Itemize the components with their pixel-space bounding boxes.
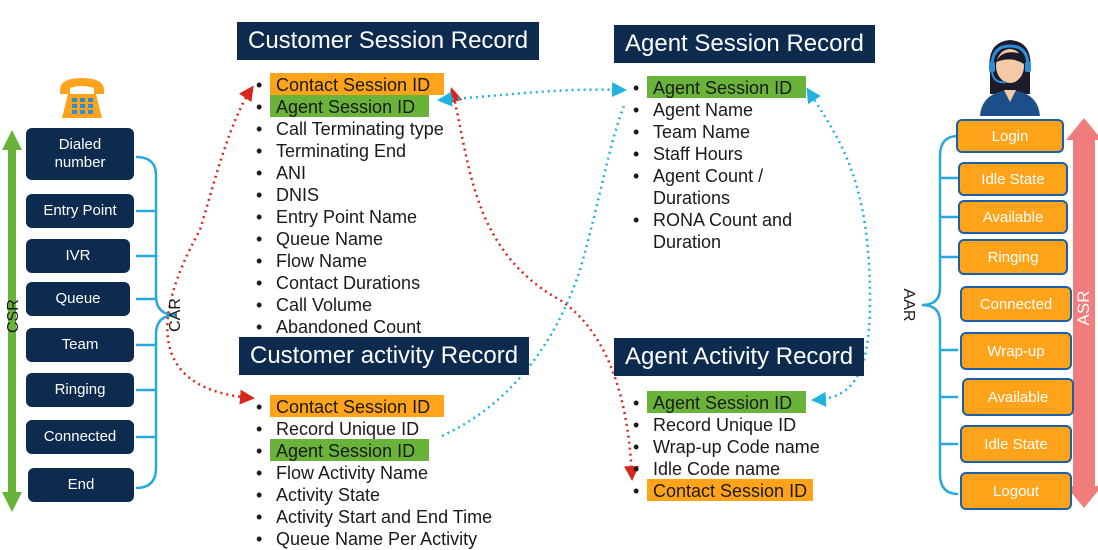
field-item: Idle Code name xyxy=(629,458,820,480)
field-item: Agent Session ID xyxy=(629,391,820,414)
field-item: Terminating End xyxy=(252,140,444,162)
field-item: Abandoned Count xyxy=(252,316,444,338)
agent-session-title: Agent Session Record xyxy=(614,25,875,63)
asr-item-available: Available xyxy=(958,200,1068,234)
car-brace xyxy=(135,155,177,490)
highlighted-field: Agent Session ID xyxy=(270,95,430,117)
field-item: Agent Session ID xyxy=(252,95,444,118)
field-item: Record Unique ID xyxy=(252,418,492,440)
asr-item-wrap-up: Wrap-up xyxy=(960,332,1072,370)
field-item: Contact Durations xyxy=(252,272,444,294)
asr-item-available-2: Available xyxy=(962,378,1074,416)
customer-session-fields: Contact Session ID Agent Session ID Call… xyxy=(252,73,445,338)
agent-activity-title: Agent Activity Record xyxy=(614,338,865,376)
aar-label: AAR xyxy=(900,288,917,322)
field-item: Agent Session ID xyxy=(629,76,807,99)
csr-item-queue: Queue xyxy=(26,282,130,316)
csr-label: CSR xyxy=(5,299,22,333)
field-item: Contact Session ID xyxy=(252,73,445,96)
asr-item-ringing: Ringing xyxy=(958,239,1068,275)
asr-item-idle-state: Idle State xyxy=(958,162,1068,196)
agent-headset-icon xyxy=(980,40,1040,116)
asr-item-connected: Connected xyxy=(960,286,1072,322)
field-item: DNIS xyxy=(252,184,444,206)
field-item: Team Name xyxy=(629,121,806,143)
field-item: Queue Name Per Activity xyxy=(252,528,492,550)
csr-item-end: End xyxy=(28,468,134,502)
field-item: Agent Session ID xyxy=(252,439,492,462)
highlighted-field: Agent Session ID xyxy=(270,439,430,461)
asr-item-logout: Logout xyxy=(960,472,1072,510)
field-item: Staff Hours xyxy=(629,143,806,165)
highlighted-field: Agent Session ID xyxy=(647,76,807,98)
csr-item-ivr: IVR xyxy=(26,239,130,273)
asr-double-arrow xyxy=(1066,118,1098,508)
field-item: Record Unique ID xyxy=(629,414,820,436)
agent-session-links xyxy=(437,82,872,438)
contact-session-links xyxy=(166,85,639,481)
highlighted-field: Contact Session ID xyxy=(270,395,445,417)
customer-activity-fields: Contact Session ID Record Unique ID Agen… xyxy=(252,395,492,550)
agent-session-fields: Agent Session ID Agent Name Team Name St… xyxy=(629,76,807,253)
field-item: Activity Start and End Time xyxy=(252,506,492,528)
field-item: Contact Session ID xyxy=(252,395,492,418)
field-item: Agent Name xyxy=(629,99,806,121)
csr-double-arrow xyxy=(2,130,22,512)
csr-item-ringing: Ringing xyxy=(26,373,134,407)
csr-item-dialed-number: Dialed number xyxy=(26,128,134,180)
phone-icon xyxy=(60,78,104,118)
csr-item-connected: Connected xyxy=(26,420,134,454)
field-item: Agent Count / Durations xyxy=(629,165,806,209)
car-label: CAR xyxy=(167,298,184,332)
asr-label: ASR xyxy=(1074,290,1093,326)
field-item: Flow Name xyxy=(252,250,444,272)
highlighted-field: Contact Session ID xyxy=(647,479,814,501)
field-item: ANI xyxy=(252,162,444,184)
asr-item-login: Login xyxy=(956,119,1064,153)
csr-item-entry-point: Entry Point xyxy=(26,194,134,228)
csr-item-team: Team xyxy=(26,328,134,362)
field-item: Wrap-up Code name xyxy=(629,436,820,458)
customer-session-title: Customer Session Record xyxy=(237,22,540,60)
field-item: Contact Session ID xyxy=(629,479,820,502)
field-item: Entry Point Name xyxy=(252,206,444,228)
field-item: Call Terminating type xyxy=(252,118,444,140)
highlighted-field: Contact Session ID xyxy=(270,73,445,95)
field-item: Flow Activity Name xyxy=(252,462,492,484)
field-item: Activity State xyxy=(252,484,492,506)
field-item: Call Volume xyxy=(252,294,444,316)
customer-activity-title: Customer activity Record xyxy=(239,337,530,375)
agent-activity-fields: Agent Session ID Record Unique ID Wrap-u… xyxy=(629,391,820,502)
aar-brace xyxy=(921,134,959,496)
highlighted-field: Agent Session ID xyxy=(647,391,807,413)
asr-item-idle-state-2: Idle State xyxy=(960,425,1072,463)
field-item: Queue Name xyxy=(252,228,444,250)
field-item: RONA Count and Duration xyxy=(629,209,806,253)
